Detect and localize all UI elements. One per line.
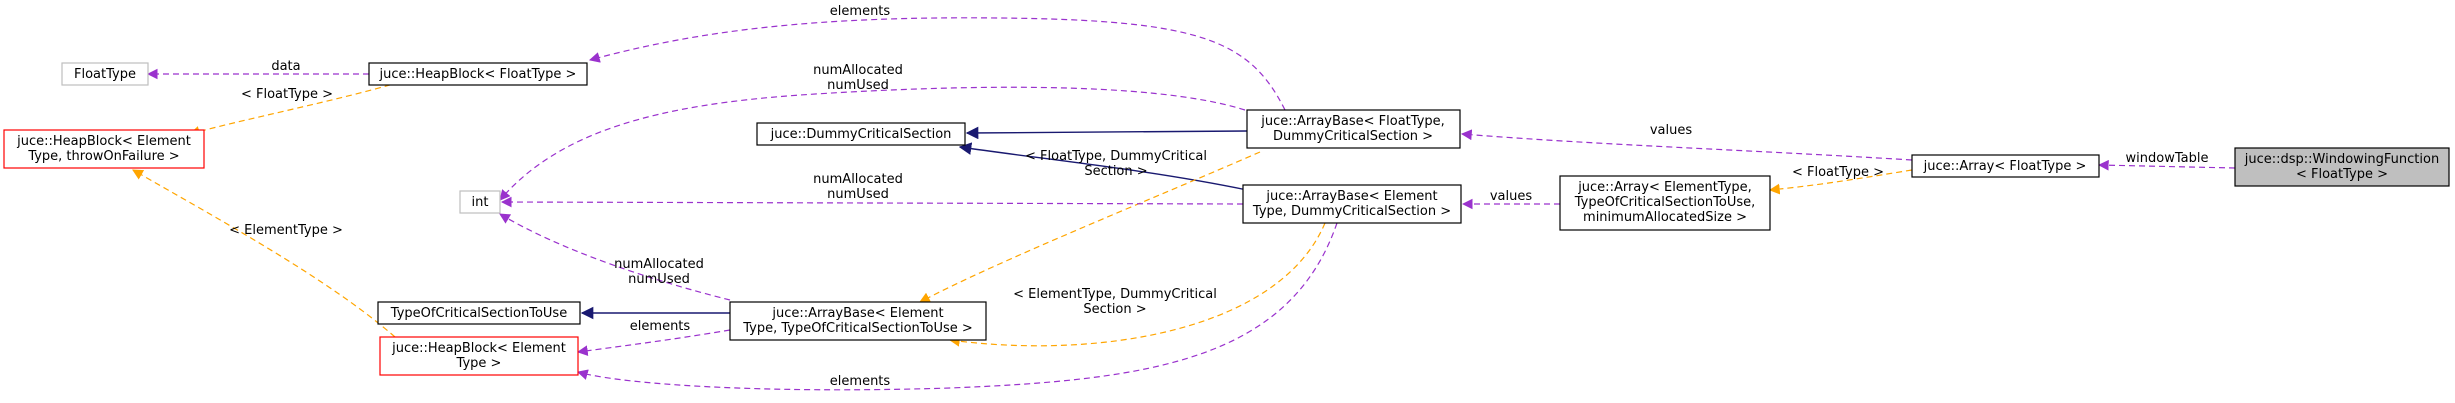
nodes: FloatType juce::HeapBlock< FloatType > j… [3, 62, 2450, 376]
edges [132, 17, 2236, 391]
node-heapblock-floattype[interactable]: juce::HeapBlock< FloatType > [368, 62, 588, 86]
text-line: numUsed [628, 272, 690, 287]
text-line: < FloatType, DummyCritical [1025, 149, 1207, 164]
text-line: TypeOfCriticalSectionToUse [390, 306, 567, 321]
text-line: numAllocated [813, 63, 903, 78]
text-line: Type > [456, 356, 502, 371]
edge-label-elementtype-template: < ElementType > [229, 223, 343, 238]
node-label: juce::dsp::WindowingFunction< FloatType … [2244, 152, 2439, 182]
edge-numalloc-mid [500, 196, 1244, 208]
text-line: numAllocated [813, 172, 903, 187]
node-label: juce::HeapBlock< FloatType > [379, 67, 577, 82]
text-line: < FloatType > [241, 87, 333, 102]
node-array-elementtype-generic[interactable]: juce::Array< ElementType,TypeOfCriticalS… [1559, 175, 1771, 231]
text-line: < ElementType > [229, 223, 343, 238]
edge-label-values-mid: values [1490, 189, 1533, 204]
edge-elements-top [588, 17, 1286, 111]
edge-label-floattype-template: < FloatType > [241, 87, 333, 102]
text-line: juce::HeapBlock< Element [391, 341, 566, 356]
edge-labels: data < FloatType > elements numAllocated… [229, 4, 2208, 389]
node-label: juce::DummyCriticalSection [770, 127, 952, 142]
node-typeofcriticalsectiontouse[interactable]: TypeOfCriticalSectionToUse [377, 301, 581, 325]
text-line: juce::ArrayBase< Element [1265, 189, 1437, 204]
text-line: juce::dsp::WindowingFunction [2244, 152, 2439, 167]
text-line: Section > [1083, 302, 1146, 317]
edge-navy-dummy-1 [965, 126, 1248, 140]
edge-label-elements-bottom: elements [830, 374, 891, 389]
text-line: DummyCriticalSection > [1273, 129, 1433, 144]
node-label: juce::Array< FloatType > [1923, 159, 2087, 174]
node-label: FloatType [74, 67, 136, 82]
node-windowingfunction[interactable]: juce::dsp::WindowingFunction< FloatType … [2234, 147, 2450, 187]
text-line: data [271, 59, 300, 74]
edge-label-data: data [271, 59, 300, 74]
text-line: < ElementType, DummyCritical [1013, 287, 1217, 302]
text-line: < FloatType > [2296, 167, 2388, 182]
edge-elementtype-template [132, 169, 396, 338]
text-line: juce::HeapBlock< FloatType > [379, 67, 577, 82]
text-line: numAllocated [614, 257, 704, 272]
edge-label-elements-top: elements [830, 4, 891, 19]
node-label: juce::Array< ElementType,TypeOfCriticalS… [1574, 180, 1756, 225]
text-line: Type, TypeOfCriticalSectionToUse > [742, 321, 973, 336]
text-line: elements [630, 319, 691, 334]
text-line: TypeOfCriticalSectionToUse, [1574, 195, 1756, 210]
text-line: minimumAllocatedSize > [1583, 210, 1747, 225]
node-dummycriticalsection[interactable]: juce::DummyCriticalSection [756, 122, 966, 146]
text-line: FloatType [74, 67, 136, 82]
edge-elements-mid [576, 329, 731, 357]
node-int[interactable]: int [459, 190, 501, 214]
text-line: values [1490, 189, 1533, 204]
text-line: elements [830, 374, 891, 389]
text-line: windowTable [2126, 151, 2209, 166]
edge-floattype-template [188, 81, 401, 137]
node-label: int [472, 195, 489, 210]
edge-label-windowtable: windowTable [2126, 151, 2209, 166]
text-line: values [1650, 123, 1693, 138]
text-line: juce::HeapBlock< Element [16, 134, 191, 149]
edge-label-elements-mid: elements [630, 319, 691, 334]
text-line: Section > [1084, 164, 1147, 179]
edge-elem-dummy-template [948, 222, 1326, 347]
node-label: TypeOfCriticalSectionToUse [390, 306, 567, 321]
text-line: Type, DummyCriticalSection > [1252, 204, 1451, 219]
node-array-floattype[interactable]: juce::Array< FloatType > [1911, 154, 2100, 178]
node-label: juce::ArrayBase< FloatType,DummyCritical… [1260, 114, 1445, 144]
text-line: int [472, 195, 489, 210]
edge-label-floattype-template-2: < FloatType > [1792, 165, 1884, 180]
text-line: numUsed [827, 78, 889, 93]
text-line: < FloatType > [1792, 165, 1884, 180]
text-line: elements [830, 4, 891, 19]
node-floattype[interactable]: FloatType [61, 62, 149, 86]
edge-values-top [1460, 129, 1913, 161]
text-line: Type, throwOnFailure > [27, 149, 179, 164]
edge-navy-dummy-2 [958, 142, 1248, 191]
edge-numalloc-low [499, 213, 731, 301]
node-arraybase-floattype-dummycs[interactable]: juce::ArrayBase< FloatType,DummyCritical… [1246, 109, 1461, 149]
edge-windowtable [2097, 159, 2236, 171]
edge-float-dummy-template [919, 151, 1261, 303]
edge-label-values-top: values [1650, 123, 1693, 138]
text-line: numUsed [827, 187, 889, 202]
text-line: juce::ArrayBase< FloatType, [1260, 114, 1445, 129]
text-line: juce::Array< FloatType > [1923, 159, 2087, 174]
text-line: juce::DummyCriticalSection [770, 127, 952, 142]
text-line: juce::Array< ElementType, [1577, 180, 1752, 195]
text-line: juce::ArrayBase< Element [771, 306, 943, 321]
